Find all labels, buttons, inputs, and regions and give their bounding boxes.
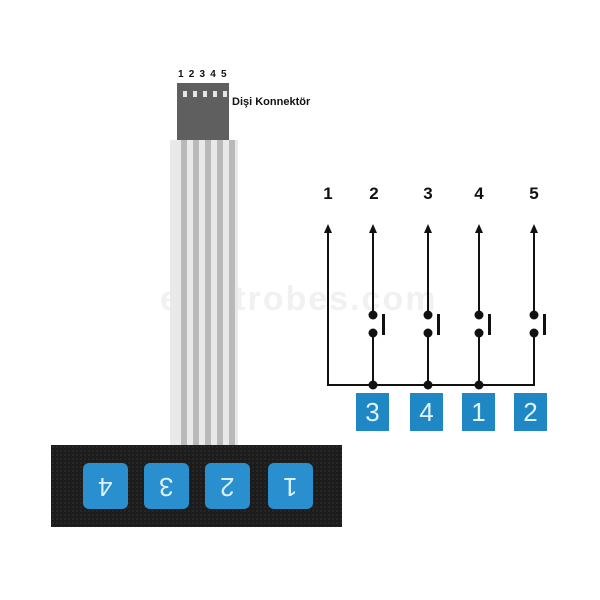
- schematic-pin-label: 5: [529, 184, 539, 203]
- connector-slot: [183, 91, 187, 97]
- connector-slot: [223, 91, 227, 97]
- schematic-key-label-2: 2: [514, 393, 547, 431]
- connector-slot: [203, 91, 207, 97]
- keypad-key-2[interactable]: 2: [205, 463, 250, 509]
- connector-label: Dişi Konnektör: [232, 96, 311, 108]
- connector-slot: [213, 91, 217, 97]
- schematic-pin-label: 3: [423, 184, 433, 203]
- ribbon-trace: [193, 140, 199, 446]
- ribbon-trace: [181, 140, 187, 446]
- schematic-key-label-4: 4: [410, 393, 443, 431]
- schematic-key-label-1: 1: [462, 393, 495, 431]
- ribbon-trace: [229, 140, 235, 446]
- ribbon-cable: [170, 140, 238, 446]
- keypad-key-1[interactable]: 1: [268, 463, 313, 509]
- female-connector: [177, 83, 229, 140]
- schematic-pin-label: 4: [474, 184, 484, 203]
- schematic-key-label-3: 3: [356, 393, 389, 431]
- ribbon-trace: [217, 140, 223, 446]
- keypad-key-4[interactable]: 4: [83, 463, 128, 509]
- connector-pin-numbers: 1 2 3 4 5: [178, 69, 228, 80]
- schematic-pin-label: 2: [369, 184, 379, 203]
- connector-slot: [193, 91, 197, 97]
- keypad-key-3[interactable]: 3: [144, 463, 189, 509]
- ribbon-trace: [205, 140, 211, 446]
- membrane-keypad: 4 3 2 1: [51, 445, 342, 527]
- schematic-pin-label: 1: [323, 184, 333, 203]
